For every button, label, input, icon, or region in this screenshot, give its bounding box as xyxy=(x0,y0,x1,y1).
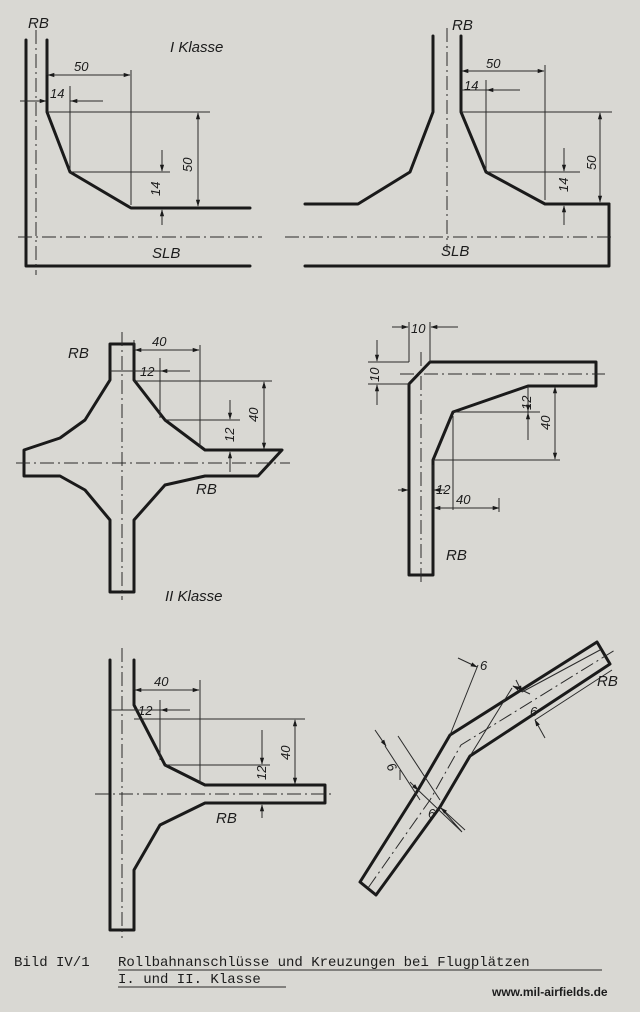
label-rb-fig3-right: RB xyxy=(196,481,217,498)
label-rb-fig5: RB xyxy=(216,810,237,827)
dim-50-fig2: 50 xyxy=(486,56,501,71)
dim-40-fig3: 40 xyxy=(152,334,167,349)
dim-14-fig1-b: 14 xyxy=(148,182,163,196)
label-rb-fig2: RB xyxy=(452,17,473,34)
dim-40-fig3-b: 40 xyxy=(246,407,261,422)
label-slb-fig2: SLB xyxy=(441,243,469,260)
label-rb-fig6: RB xyxy=(597,673,618,690)
dim-50-fig1-b: 50 xyxy=(180,157,195,172)
dim-12-fig5-b: 12 xyxy=(254,765,269,780)
dim-12-fig3-a: 12 xyxy=(140,364,155,379)
dim-12-fig4-a: 12 xyxy=(519,395,534,410)
label-klasse-1: I Klasse xyxy=(170,39,223,56)
watermark: www.mil-airfields.de xyxy=(491,985,608,999)
figure-2-t-junction xyxy=(285,28,615,268)
figure-6-skewed-junction xyxy=(358,640,616,897)
dim-50-fig1: 50 xyxy=(74,59,89,74)
dim-14-fig2-a: 14 xyxy=(464,78,478,93)
dim-6-fig6-d: 6 xyxy=(428,806,436,821)
caption-line-2: I. und II. Klasse xyxy=(118,972,261,988)
dim-6-fig6-a: 6 xyxy=(480,658,488,673)
dim-40-fig4-b: 40 xyxy=(456,492,471,507)
label-klasse-2: II Klasse xyxy=(165,588,223,605)
dim-40-fig5-b: 40 xyxy=(278,745,293,760)
dim-40-fig4-a: 40 xyxy=(538,415,553,430)
dim-12-fig3-b: 12 xyxy=(222,427,237,442)
dim-40-fig5: 40 xyxy=(154,674,169,689)
dim-12-fig4-b: 12 xyxy=(436,482,451,497)
dim-50-fig2-b: 50 xyxy=(584,155,599,170)
caption-underline xyxy=(118,969,602,988)
label-rb-fig1: RB xyxy=(28,15,49,32)
dim-10-fig4-b: 10 xyxy=(367,367,382,382)
dim-14-fig1-a: 14 xyxy=(50,86,64,101)
dim-12-fig5-a: 12 xyxy=(138,703,153,718)
figure-3-cross-junction xyxy=(16,332,290,600)
dim-10-fig4-a: 10 xyxy=(411,321,426,336)
figure-4-corner-junction xyxy=(368,322,605,585)
dim-14-fig2-b: 14 xyxy=(556,178,571,192)
caption-line-1: Rollbahnanschlüsse und Kreuzungen bei Fl… xyxy=(118,955,530,971)
label-rb-fig3-top: RB xyxy=(68,345,89,362)
label-slb-fig1: SLB xyxy=(152,245,180,262)
label-rb-fig4: RB xyxy=(446,547,467,564)
dim-6-fig6-c: 6 xyxy=(383,760,400,774)
figure-1-corner-junction xyxy=(18,30,262,275)
figure-5-t-junction xyxy=(95,648,335,938)
dim-6-fig6-b: 6 xyxy=(530,704,538,719)
caption-prefix: Bild IV/1 xyxy=(14,955,90,971)
